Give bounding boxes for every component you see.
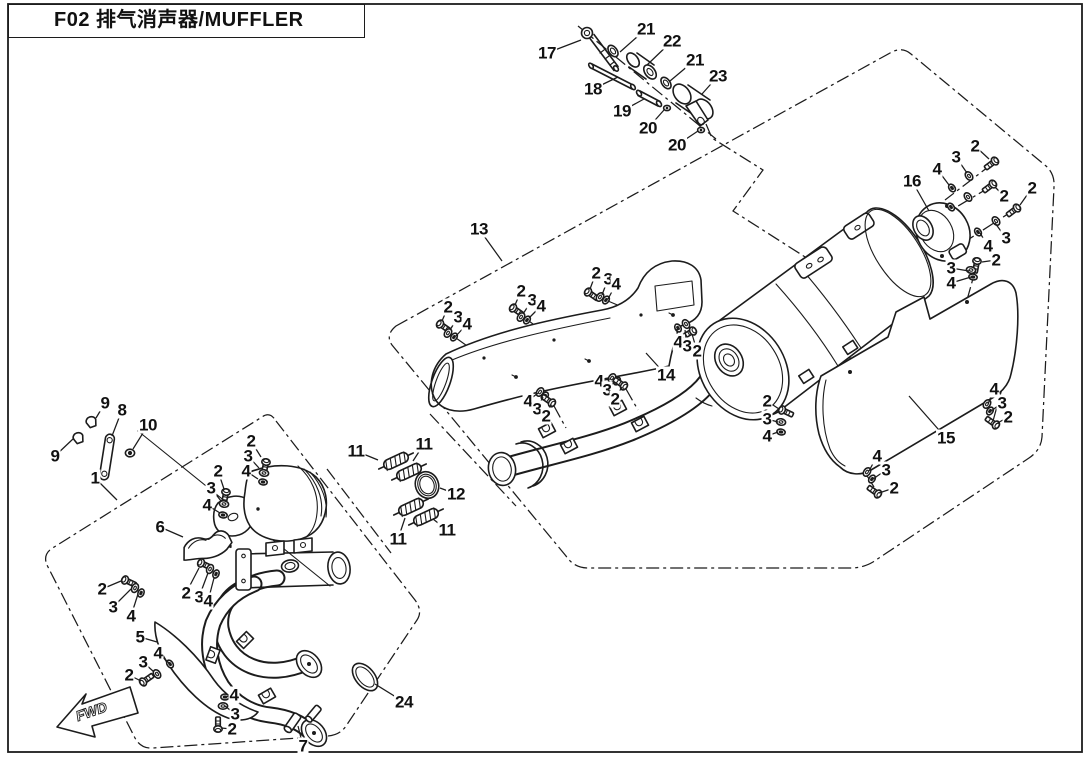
leader-line-2 — [994, 186, 1005, 197]
mount-assembly — [580, 26, 714, 134]
leader-line-4 — [455, 323, 468, 337]
leader-line-2 — [981, 259, 997, 263]
leader-line-12 — [439, 487, 457, 495]
leader-line-23 — [701, 75, 719, 95]
leader-line-2 — [589, 272, 597, 290]
gasket-24 — [351, 662, 379, 692]
leader-line-4 — [130, 593, 139, 617]
leader-line-2 — [128, 674, 142, 682]
fwd-arrow: FWD — [56, 686, 139, 738]
heat-shield-15 — [815, 279, 1019, 475]
leader-line-4 — [979, 232, 989, 247]
leader-line-2 — [614, 386, 623, 400]
leader-line-17 — [546, 39, 582, 54]
nut-10 — [124, 448, 136, 458]
end-cap-16 — [864, 202, 971, 298]
leader-line-1 — [94, 477, 118, 501]
leader-line-9 — [54, 437, 75, 457]
leader-line-3 — [210, 487, 222, 502]
leader-line-2 — [101, 580, 122, 590]
leader-line-8 — [111, 409, 123, 437]
leader-line-13 — [478, 228, 503, 262]
leader-line-4 — [950, 276, 972, 284]
leader-line-20 — [647, 109, 665, 129]
leader-line-2 — [974, 145, 990, 160]
leader-line-2 — [441, 306, 449, 322]
leader-line-2 — [185, 567, 200, 594]
leader-line-4 — [207, 577, 215, 602]
leader-line-20 — [676, 130, 699, 146]
leader-line-3 — [955, 156, 968, 174]
leader-line-4 — [607, 283, 617, 300]
leader-line-2 — [514, 290, 522, 306]
studs-7 — [283, 704, 322, 734]
manifold-body — [235, 537, 351, 591]
leader-line-24 — [374, 683, 405, 703]
leader-line-3 — [142, 661, 155, 673]
leader-line-6 — [159, 526, 184, 538]
leader-line-3 — [994, 222, 1007, 239]
leader-line-4 — [528, 305, 542, 319]
leader-line-3 — [449, 316, 459, 331]
leader-line-2 — [691, 333, 698, 352]
link-plate-8 — [98, 433, 116, 481]
leader-line-16 — [911, 180, 930, 212]
leader-line-3 — [522, 299, 533, 315]
leader-line-5 — [139, 636, 158, 643]
assembly-13-boundary — [388, 49, 1055, 569]
assembly-1-boundary — [44, 414, 421, 749]
bracket-6 — [183, 530, 233, 561]
leader-line-11 — [397, 517, 406, 540]
leader-line-3 — [601, 278, 609, 296]
muffler-mount-tab — [794, 246, 833, 279]
gasket-ring-12 — [414, 470, 440, 500]
leader-line-11 — [412, 443, 425, 462]
leader-line-3 — [536, 396, 544, 410]
heat-shield-14 — [427, 260, 703, 412]
leader-line-3 — [112, 588, 132, 608]
title-box: F02 排气消声器/MUFFLER — [8, 4, 365, 38]
leader-line-11 — [432, 518, 448, 531]
leader-line-21 — [619, 28, 647, 53]
leader-line-21 — [669, 59, 696, 82]
leader-line-3 — [872, 469, 887, 480]
leader-line-2 — [217, 470, 225, 490]
leader-line-2 — [250, 440, 262, 458]
leader-line-22 — [646, 40, 673, 66]
leader-line-3 — [198, 572, 209, 598]
leader-line-3 — [247, 455, 260, 469]
leader-line-3 — [606, 381, 615, 391]
mount-bracket-23 — [672, 83, 714, 127]
leader-line-18 — [592, 76, 619, 90]
leader-line-11 — [355, 450, 379, 461]
page-border — [7, 3, 1083, 753]
leader-line-19 — [621, 98, 645, 112]
exhaust-flange — [295, 649, 323, 679]
page-title: F02 排气消声器/MUFFLER — [54, 9, 304, 31]
leader-line-2 — [1019, 187, 1033, 206]
leader-line-9 — [95, 402, 106, 419]
leader-line-4 — [766, 431, 779, 437]
leader-line-4 — [936, 168, 950, 186]
